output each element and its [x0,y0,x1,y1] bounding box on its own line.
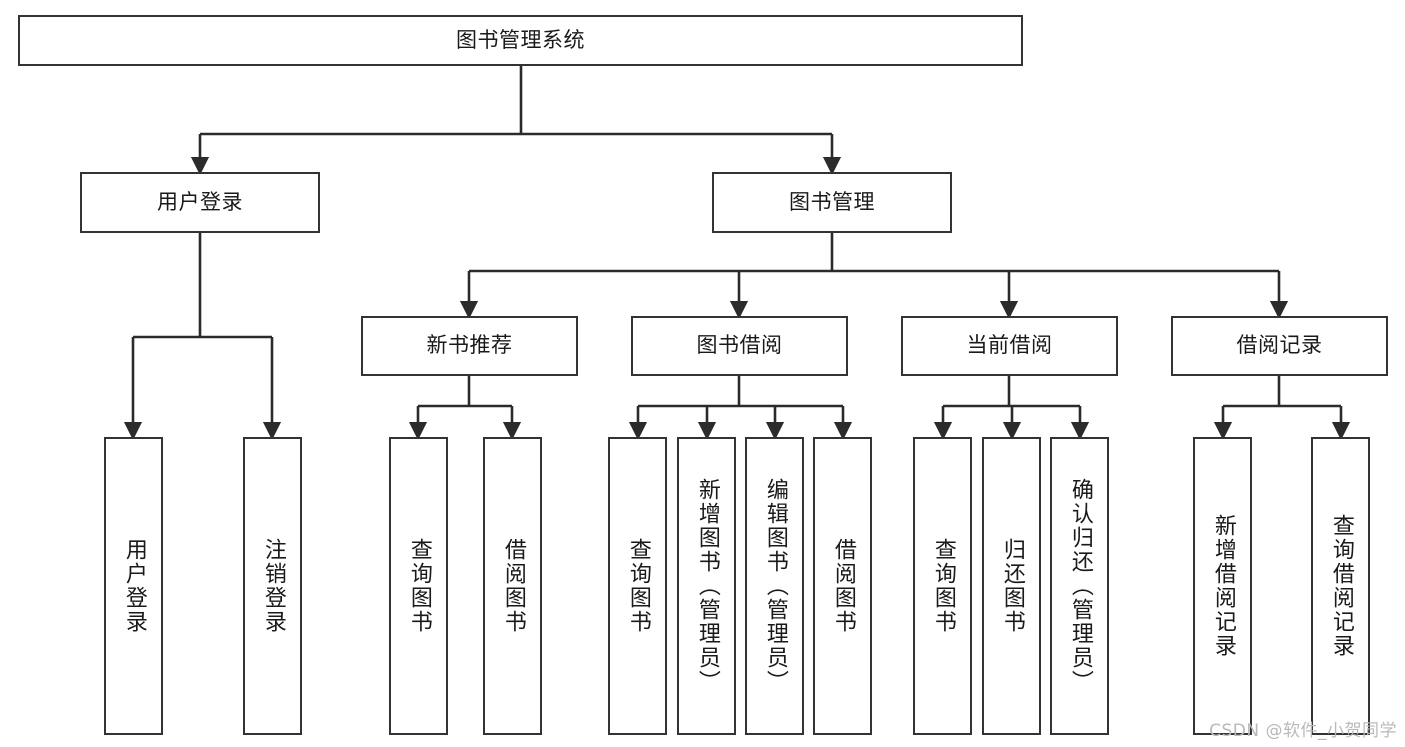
node-leaf-confirm-return[interactable]: 确认归还（管理员） [1050,437,1109,735]
node-leaf-borrow-book-2[interactable]: 借阅图书 [813,437,872,735]
node-leaf-borrow-book-1[interactable]: 借阅图书 [483,437,542,735]
node-leaf-edit-book-label: 编辑图书（管理员） [762,478,788,694]
node-leaf-return-book-label: 归还图书 [999,538,1025,634]
node-leaf-logout[interactable]: 注销登录 [243,437,302,735]
node-leaf-add-record-label: 新增借阅记录 [1210,514,1236,658]
node-current-borrow-label: 当前借阅 [966,333,1053,358]
node-leaf-edit-book[interactable]: 编辑图书（管理员） [745,437,804,735]
node-root-label: 图书管理系统 [456,27,585,52]
node-leaf-borrow-book-2-label: 借阅图书 [830,538,856,634]
node-leaf-query-book-2[interactable]: 查询图书 [608,437,667,735]
node-book-manage[interactable]: 图书管理 [712,172,952,233]
node-user-login[interactable]: 用户登录 [80,172,320,233]
node-leaf-query-book-3-label: 查询图书 [930,538,956,634]
node-leaf-user-login[interactable]: 用户登录 [104,437,163,735]
node-leaf-query-book-2-label: 查询图书 [625,538,651,634]
node-leaf-add-book-label: 新增图书（管理员） [694,478,720,694]
node-leaf-query-book-1[interactable]: 查询图书 [389,437,448,735]
node-current-borrow[interactable]: 当前借阅 [901,316,1118,376]
node-leaf-query-book-3[interactable]: 查询图书 [913,437,972,735]
node-borrow-record-label: 借阅记录 [1236,333,1323,358]
node-leaf-query-book-1-label: 查询图书 [406,538,432,634]
node-book-borrow[interactable]: 图书借阅 [631,316,848,376]
node-new-book-recommend-label: 新书推荐 [426,333,513,358]
node-leaf-query-record-label: 查询借阅记录 [1328,514,1354,658]
node-leaf-add-book[interactable]: 新增图书（管理员） [677,437,736,735]
node-borrow-record[interactable]: 借阅记录 [1171,316,1388,376]
node-book-borrow-label: 图书借阅 [696,333,783,358]
node-leaf-query-record[interactable]: 查询借阅记录 [1311,437,1370,735]
node-leaf-logout-label: 注销登录 [260,538,286,634]
node-leaf-user-login-label: 用户登录 [121,538,147,634]
node-root[interactable]: 图书管理系统 [18,15,1023,66]
node-user-login-label: 用户登录 [157,189,243,214]
node-leaf-return-book[interactable]: 归还图书 [982,437,1041,735]
node-new-book-recommend[interactable]: 新书推荐 [361,316,578,376]
node-book-manage-label: 图书管理 [789,189,875,214]
node-leaf-confirm-return-label: 确认归还（管理员） [1067,478,1093,694]
node-leaf-borrow-book-1-label: 借阅图书 [500,538,526,634]
node-leaf-add-record[interactable]: 新增借阅记录 [1193,437,1252,735]
